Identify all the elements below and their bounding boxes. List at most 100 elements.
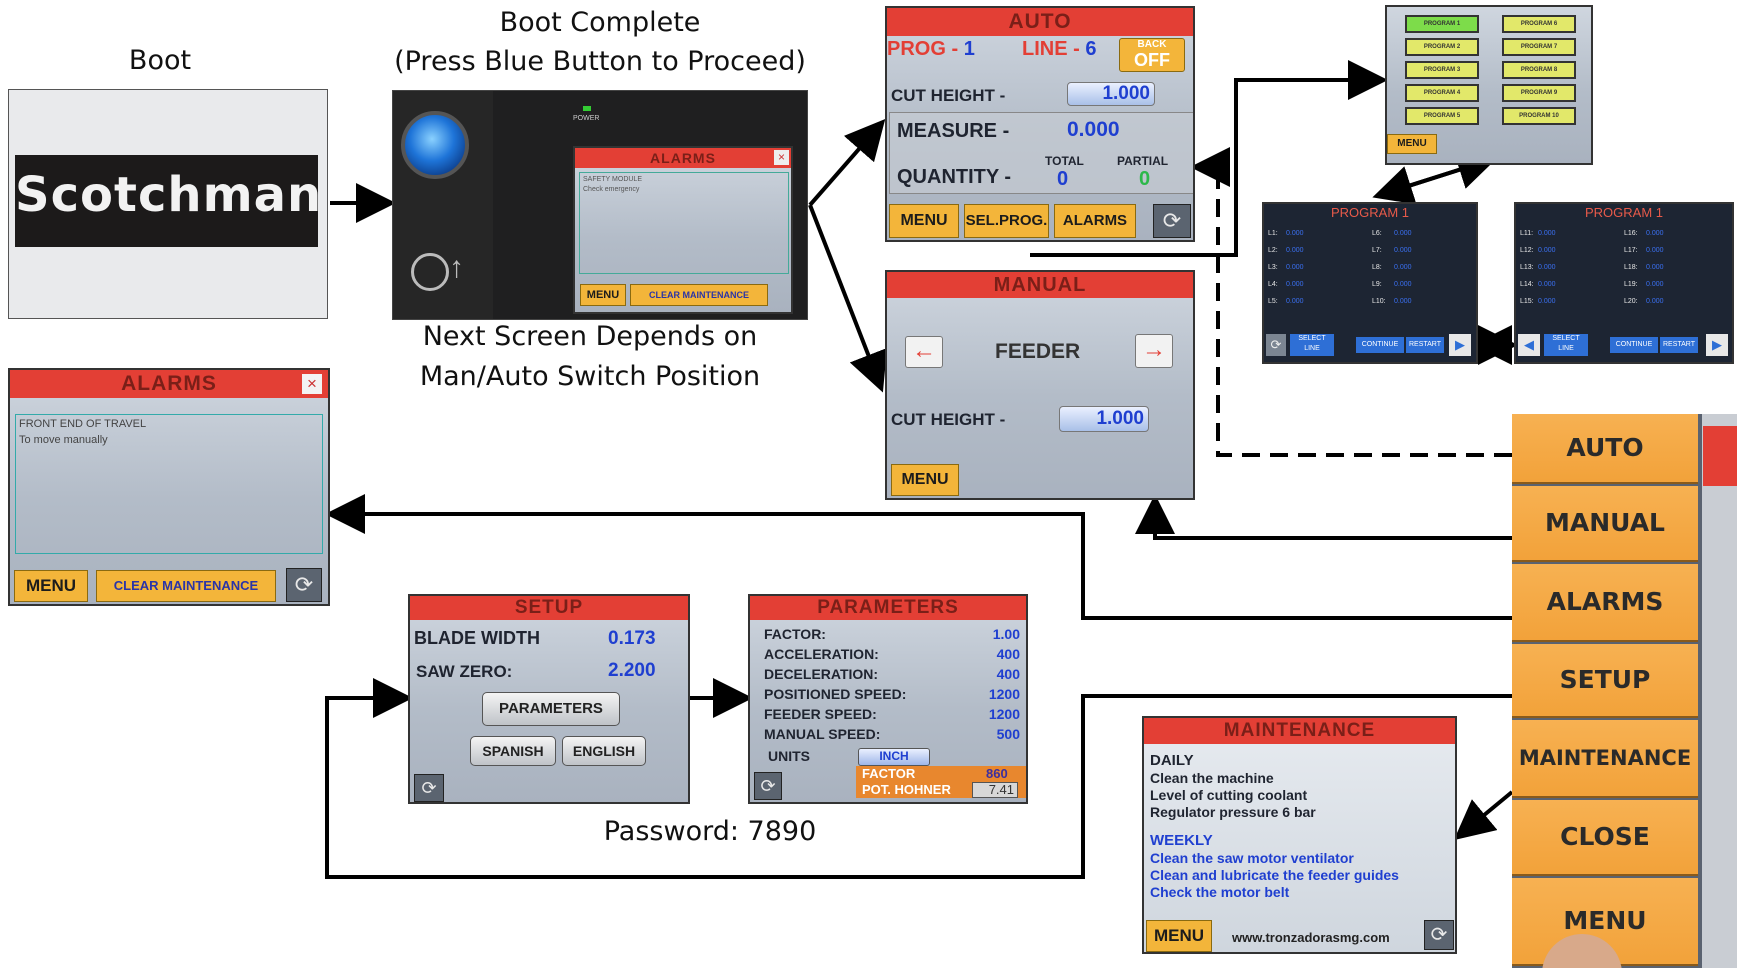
refresh-icon[interactable]: ⟳ (1153, 204, 1191, 238)
line-value[interactable]: 0.000 (1286, 230, 1304, 237)
line-value[interactable]: 0.000 (1646, 298, 1664, 305)
manual-cut-height-field[interactable]: 1.000 (1059, 406, 1149, 432)
website-text: www.tronzadorasmg.com (1232, 930, 1390, 945)
feeder-left-button[interactable]: ← (905, 336, 943, 368)
english-button[interactable]: ENGLISH (562, 736, 646, 766)
program-select-menu[interactable]: MENU (1387, 134, 1437, 154)
arrow-to-manual (808, 204, 888, 393)
auto-alarms-button[interactable]: ALARMS (1054, 204, 1136, 238)
feeder-right-button[interactable]: → (1135, 334, 1173, 368)
line-value[interactable]: 0.000 (1538, 264, 1556, 271)
auto-screen: AUTO PROG - 1 LINE - 6 BACK OFF CUT HEIG… (885, 6, 1195, 242)
manual-cut-height-label: CUT HEIGHT - (891, 410, 1006, 429)
caption-press-blue: (Press Blue Button to Proceed) (394, 46, 806, 77)
program-b-next-icon[interactable]: ▶ (1706, 334, 1728, 356)
program-button[interactable]: PROGRAM 5 (1405, 107, 1479, 125)
setup-refresh-icon[interactable]: ⟳ (414, 774, 444, 802)
line-value[interactable]: 0.000 (1394, 298, 1412, 305)
param-label: FACTOR: (764, 626, 826, 642)
auto-title: AUTO (887, 8, 1193, 36)
line-value[interactable]: 0.000 (1394, 281, 1412, 288)
boot-alarm-screen: ALARMS × SAFETY MODULE Check emergency M… (573, 146, 793, 314)
boot-clear-button[interactable]: CLEAR MAINTENANCE (630, 284, 768, 306)
alarms-refresh-icon[interactable]: ⟳ (286, 568, 322, 602)
line-value[interactable]: 0.000 (1646, 281, 1664, 288)
sel-prog-button[interactable]: SEL.PROG. (964, 204, 1049, 238)
saw-zero-value[interactable]: 2.200 (608, 660, 656, 681)
weekly-item: Check the motor belt (1150, 884, 1290, 900)
line-value[interactable]: 0.000 (1538, 230, 1556, 237)
param-value[interactable]: 400 (996, 666, 1020, 682)
arrow-up-icon: ↑ (449, 251, 464, 284)
auto-cut-height-field[interactable]: 1.000 (1067, 82, 1155, 106)
line-value[interactable]: 0.000 (1394, 230, 1412, 237)
program-button[interactable]: PROGRAM 7 (1502, 38, 1576, 56)
blue-proceed-button[interactable] (401, 111, 469, 179)
alarms-close-icon[interactable]: × (302, 374, 322, 394)
line-value[interactable]: 0.000 (1394, 264, 1412, 271)
line-label: L8: (1372, 264, 1382, 271)
program-button[interactable]: PROGRAM 3 (1405, 61, 1479, 79)
param-value[interactable]: 1.00 (992, 626, 1020, 642)
parameters-button[interactable]: PARAMETERS (482, 692, 620, 726)
menu-item-manual[interactable]: MANUAL (1512, 486, 1698, 562)
alarms-menu-button[interactable]: MENU (14, 570, 88, 602)
auto-menu-button[interactable]: MENU (889, 204, 959, 238)
manual-title: MANUAL (887, 272, 1193, 298)
blade-width-value[interactable]: 0.173 (608, 628, 656, 649)
line-value[interactable]: 0.000 (1538, 247, 1556, 254)
units-value[interactable]: INCH (858, 748, 930, 766)
program-button[interactable]: PROGRAM 4 (1405, 84, 1479, 102)
manual-menu-button[interactable]: MENU (891, 464, 959, 496)
program-b-restart[interactable]: RESTART (1660, 337, 1698, 353)
program-button[interactable]: PROGRAM 6 (1502, 15, 1576, 33)
program-a-refresh-icon[interactable]: ⟳ (1266, 334, 1286, 356)
program-button[interactable]: PROGRAM 9 (1502, 84, 1576, 102)
line-value[interactable]: 0.000 (1646, 264, 1664, 271)
line-value[interactable]: 0.000 (1286, 281, 1304, 288)
program-button[interactable]: PROGRAM 1 (1405, 15, 1479, 33)
param-value[interactable]: 400 (996, 646, 1020, 662)
quantity-label: QUANTITY - (897, 166, 1012, 188)
menu-item-setup[interactable]: SETUP (1512, 644, 1698, 718)
saw-zero-label: SAW ZERO: (416, 662, 513, 681)
program-a-continue[interactable]: CONTINUE (1356, 337, 1404, 353)
line-value: 6 (1085, 38, 1097, 60)
next-page-icon[interactable]: ▶ (1449, 334, 1471, 356)
line-value[interactable]: 0.000 (1286, 264, 1304, 271)
param-value[interactable]: 1200 (988, 706, 1020, 722)
line-value[interactable]: 0.000 (1286, 247, 1304, 254)
maintenance-menu-button[interactable]: MENU (1146, 920, 1212, 952)
boot-menu-button[interactable]: MENU (580, 284, 626, 306)
param-value[interactable]: 1200 (988, 686, 1020, 702)
program-button[interactable]: PROGRAM 8 (1502, 61, 1576, 79)
line-value[interactable]: 0.000 (1646, 247, 1664, 254)
line-value[interactable]: 0.000 (1538, 298, 1556, 305)
line-value[interactable]: 0.000 (1286, 298, 1304, 305)
spanish-button[interactable]: SPANISH (470, 736, 556, 766)
menu-item-close[interactable]: CLOSE (1512, 800, 1698, 876)
alarms-clear-button[interactable]: CLEAR MAINTENANCE (96, 570, 276, 602)
maintenance-refresh-icon[interactable]: ⟳ (1424, 920, 1454, 950)
menu-item-auto[interactable]: AUTO (1512, 414, 1698, 484)
line-value[interactable]: 0.000 (1538, 281, 1556, 288)
menu-item-alarms[interactable]: ALARMS (1512, 564, 1698, 642)
close-icon[interactable]: × (774, 150, 789, 165)
line-value[interactable]: 0.000 (1646, 230, 1664, 237)
parameters-refresh-icon[interactable]: ⟳ (754, 772, 782, 800)
menu-item-maintenance[interactable]: MAINTENANCE (1512, 720, 1698, 798)
program-button[interactable]: PROGRAM 2 (1405, 38, 1479, 56)
program-button[interactable]: PROGRAM 10 (1502, 107, 1576, 125)
back-off-button[interactable]: BACK OFF (1119, 38, 1185, 72)
line-label: L20: (1624, 298, 1638, 305)
program-b-continue[interactable]: CONTINUE (1610, 337, 1658, 353)
program-a-restart[interactable]: RESTART (1406, 337, 1444, 353)
param-value[interactable]: 500 (996, 726, 1020, 742)
program-select-screen: PROGRAM 1 PROGRAM 2 PROGRAM 3 PROGRAM 4 PROG… (1385, 5, 1593, 165)
line-value[interactable]: 0.000 (1394, 247, 1412, 254)
prev-page-icon[interactable]: ◀ (1518, 334, 1540, 356)
boot-alarm-line2: Check emergency (583, 186, 640, 193)
